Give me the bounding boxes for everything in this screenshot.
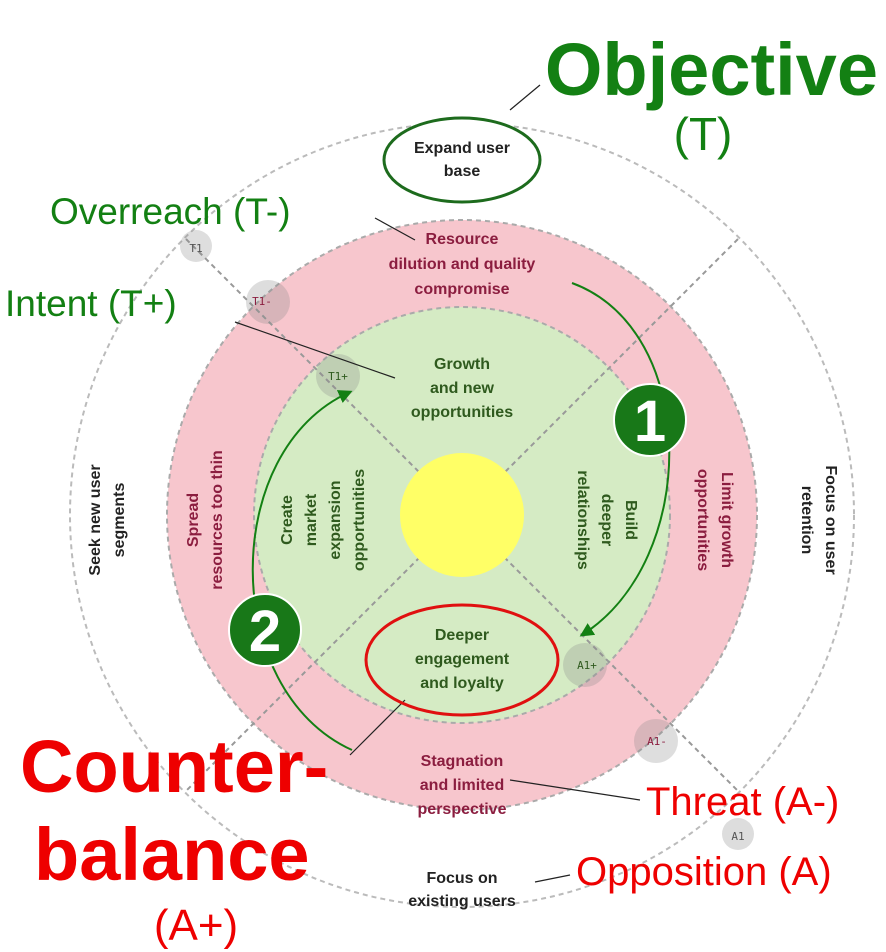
create-line-1: Create <box>279 495 296 545</box>
create-line-4: opportunities <box>351 469 368 571</box>
tag-t1-minus: T1- <box>252 295 272 308</box>
limit-line-1: Limit growth <box>718 472 735 568</box>
expand-line-1: Expand user <box>414 140 510 157</box>
step-2-badge <box>228 593 302 667</box>
existing-line-1: Focus on <box>426 870 497 887</box>
counterbalance-title-1: Counter- <box>20 725 328 808</box>
tag-t1-plus: T1+ <box>328 370 348 383</box>
build-line-3: relationships <box>574 470 591 570</box>
create-line-2: market <box>303 493 320 546</box>
limit-line-2: opportunities <box>694 469 711 571</box>
deeper-line-1: Deeper <box>435 627 489 644</box>
tag-wedges <box>180 230 754 850</box>
leader-lines <box>234 84 641 883</box>
resource-line-1: Resource <box>426 231 499 248</box>
growth-line-3: opportunities <box>411 404 513 421</box>
overreach-label: Overreach (T-) <box>50 191 291 232</box>
counterbalance-code: (A+) <box>154 901 238 950</box>
build-line-1: Build <box>622 500 639 540</box>
growth-line-2: and new <box>430 380 495 397</box>
threat-label: Threat (A-) <box>646 780 839 824</box>
objective-title: Objective <box>545 28 878 111</box>
seek-line-2: segments <box>111 483 128 558</box>
core-circle <box>400 453 524 577</box>
expand-line-2: base <box>444 163 481 180</box>
create-line-3: expansion <box>327 480 344 559</box>
counterbalance-title-2: balance <box>34 813 310 896</box>
deeper-line-3: and loyalty <box>420 675 504 692</box>
step-2-label: 2 <box>249 599 281 664</box>
step-1-label: 1 <box>634 389 666 454</box>
deeper-line-2: engagement <box>415 651 510 668</box>
tag-a1-plus: A1+ <box>577 659 597 672</box>
retention-line-2: retention <box>798 486 815 554</box>
counterbalance-ellipse <box>364 603 560 717</box>
spread-line-2: resources too thin <box>209 450 226 590</box>
stagnation-line-3: perspective <box>418 801 507 818</box>
build-line-2: deeper <box>598 494 615 546</box>
stagnation-line-2: and limited <box>420 777 504 794</box>
stagnation-line-1: Stagnation <box>421 753 504 770</box>
resource-line-3: compromise <box>414 281 509 298</box>
tag-a1: A1 <box>731 830 744 843</box>
objective-code: (T) <box>674 108 733 160</box>
tag-t1: T1 <box>189 242 202 255</box>
spread-line-1: Spread <box>185 493 202 547</box>
opposition-label: Opposition (A) <box>576 850 832 894</box>
existing-line-2: existing users <box>408 893 516 910</box>
step-1-badge <box>613 383 687 457</box>
arrow-step-2 <box>251 390 353 751</box>
resource-line-2: dilution and quality <box>389 256 536 273</box>
seek-line-1: Seek new user <box>87 464 104 575</box>
growth-line-1: Growth <box>434 356 490 373</box>
objective-ellipse <box>382 116 542 204</box>
retention-line-1: Focus on user <box>822 465 839 574</box>
intent-label: Intent (T+) <box>5 283 177 324</box>
tag-a1-minus: A1- <box>647 735 667 748</box>
